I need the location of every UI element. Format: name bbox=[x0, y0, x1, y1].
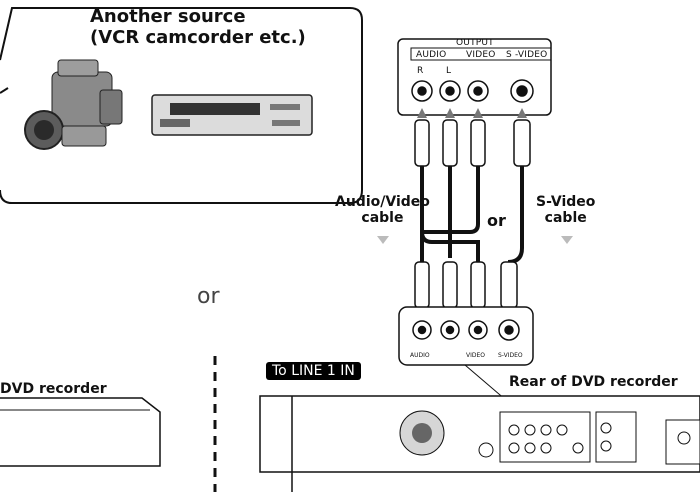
upper-plugs bbox=[414, 119, 531, 167]
input-svideo-label: S-VIDEO bbox=[498, 352, 523, 359]
source-title-line2: (VCR camcorder etc.) bbox=[90, 27, 306, 48]
av-cable-line1: Audio/Video bbox=[335, 194, 430, 210]
camcorder-icon bbox=[24, 59, 123, 150]
output-panel-label-frame bbox=[410, 47, 552, 61]
lower-plugs bbox=[414, 261, 518, 309]
output-audio-label: AUDIO bbox=[416, 50, 447, 60]
svideo-cable bbox=[507, 166, 524, 264]
line1-in-badge: To LINE 1 IN bbox=[266, 362, 361, 380]
output-video-label: VIDEO bbox=[466, 50, 496, 60]
output-title: OUTPUT bbox=[456, 38, 494, 48]
input-panel bbox=[398, 306, 534, 366]
av-cable-caption: Audio/Video cable bbox=[335, 194, 430, 226]
middle-or-label: or bbox=[197, 284, 220, 309]
cable-or-label: or bbox=[487, 211, 506, 230]
source-pointer bbox=[0, 87, 9, 94]
input-video-label: VIDEO bbox=[466, 352, 486, 359]
upper-plug-arrows bbox=[417, 108, 527, 118]
rear-recorder-title: Rear of DVD recorder bbox=[509, 374, 678, 390]
source-box bbox=[0, 7, 363, 204]
source-title: Another source (VCR camcorder etc.) bbox=[90, 6, 306, 48]
svideo-cable-caption: S-Video cable bbox=[536, 194, 595, 226]
source-title-line1: Another source bbox=[90, 6, 246, 27]
cable-down-arrows bbox=[377, 236, 573, 244]
input-jacks bbox=[412, 319, 520, 341]
vcr-icon bbox=[151, 94, 313, 136]
output-l-label: L bbox=[446, 66, 452, 76]
av-cable-line2: cable bbox=[361, 210, 404, 226]
svideo-cable-line1: S-Video bbox=[536, 194, 596, 210]
svideo-cable-line2: cable bbox=[544, 210, 587, 226]
input-audio-label: AUDIO bbox=[410, 352, 430, 359]
output-jacks bbox=[411, 79, 534, 103]
left-recorder bbox=[0, 397, 161, 467]
output-r-label: R bbox=[417, 66, 424, 76]
output-svideo-label: S -VIDEO bbox=[506, 50, 548, 60]
left-recorder-title: DVD recorder bbox=[0, 381, 107, 397]
rear-recorder bbox=[259, 395, 700, 492]
av-cable bbox=[420, 166, 480, 262]
